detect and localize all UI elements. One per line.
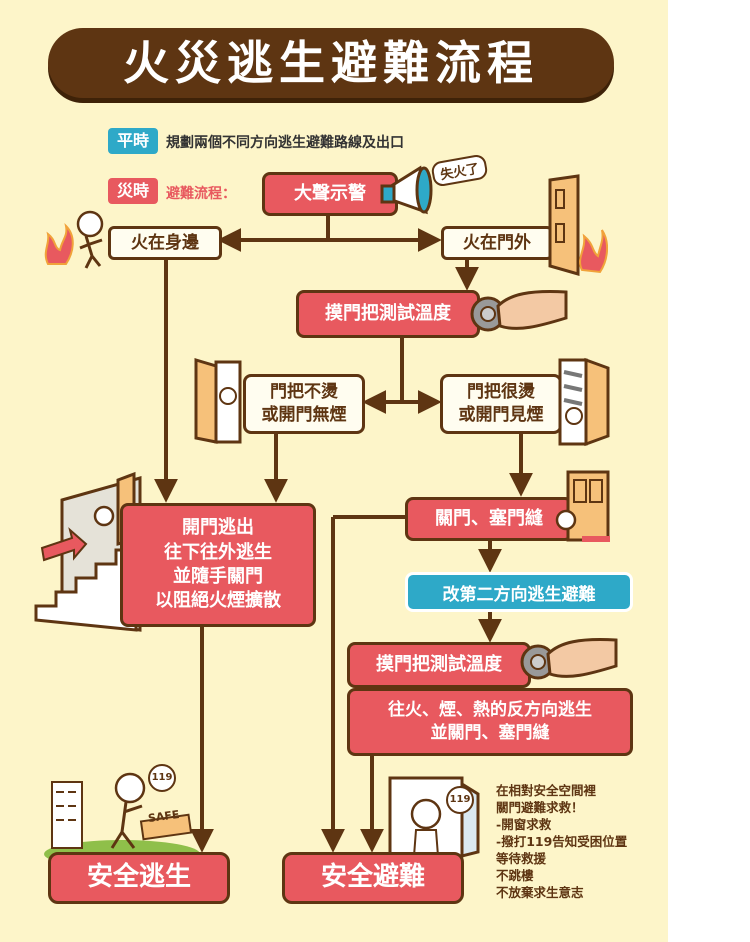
page-title: 火災逃生避難流程 — [123, 36, 539, 90]
flow-lines — [154, 215, 533, 853]
knob-cool-box: 門把不燙 或開門無煙 — [243, 374, 365, 434]
close-door-box: 關門、塞門縫 — [405, 497, 573, 541]
knob-hot-box: 門把很燙 或開門見煙 — [440, 374, 562, 434]
shout-box: 大聲示警 — [262, 172, 398, 216]
disaster-text: 避難流程： — [166, 186, 236, 202]
fire-near-box: 火在身邊 — [108, 226, 222, 260]
disaster-tag: 災時 — [108, 178, 158, 204]
opposite-direction-box: 往火、煙、熱的反方向逃生 並關門、塞門縫 — [347, 688, 633, 756]
open-door-person-icon — [194, 357, 242, 444]
second-route-box: 改第二方向逃生避難 — [405, 572, 633, 612]
test-knob-box-2: 摸門把測試溫度 — [347, 642, 531, 688]
peacetime-tag: 平時 — [108, 128, 158, 154]
hand-on-knob-icon — [470, 290, 568, 332]
closed-door-person-icon — [555, 470, 610, 542]
call-119-badge-2: 119 — [446, 786, 474, 814]
peacetime-text: 規劃兩個不同方向逃生避難路線及出口 — [166, 135, 404, 151]
infographic-canvas: 火災逃生避難流程 平時 規劃兩個不同方向逃生避難路線及出口 災時 避難流程： 大… — [0, 0, 668, 942]
door-with-fire-icon — [548, 174, 608, 276]
window-help-scene-icon — [388, 776, 480, 858]
shelter-instructions: 在相對安全空間裡 關門避難求救！ -開窗求救 -撥打119告知受困位置 等待救援… — [496, 783, 628, 900]
fire-outside-box: 火在門外 — [441, 226, 553, 260]
megaphone-icon — [380, 165, 433, 215]
safe-shelter-result: 安全避難 — [282, 852, 464, 904]
call-119-badge: 119 — [148, 764, 176, 792]
safe-escape-result: 安全逃生 — [48, 852, 230, 904]
hand-on-knob-icon-2 — [520, 638, 618, 680]
test-knob-box: 摸門把測試溫度 — [296, 290, 480, 338]
flames-and-person-icon — [44, 210, 104, 269]
title-banner — [48, 28, 614, 98]
door-with-smoke-icon — [558, 357, 610, 447]
open-escape-box: 開門逃出 往下往外逃生 並隨手關門 以阻絕火煙擴散 — [120, 503, 316, 627]
